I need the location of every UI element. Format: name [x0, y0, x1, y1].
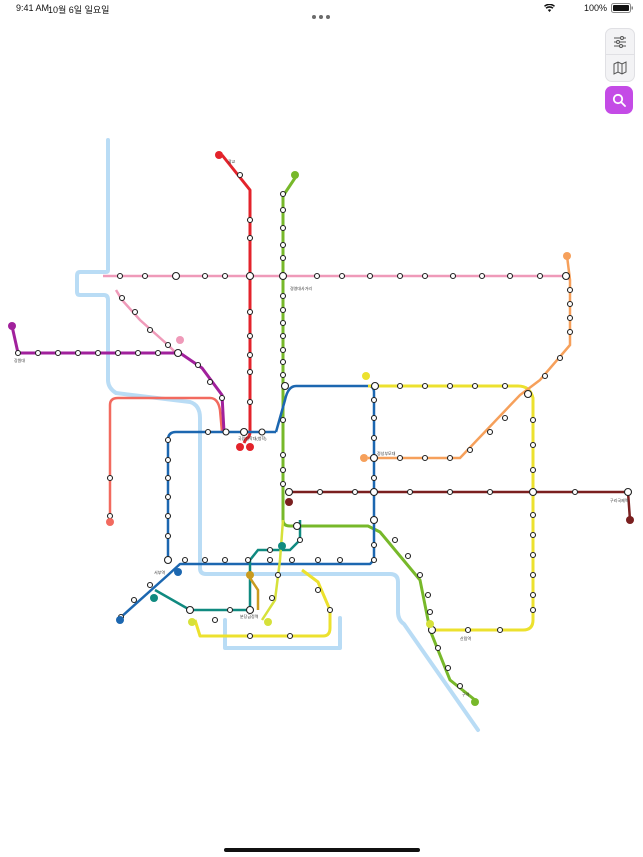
- settings-button[interactable]: [605, 28, 635, 56]
- station-label-transfer-center: 국립청학대(청학): [238, 435, 267, 441]
- battery-icon: [611, 3, 633, 13]
- line-gold[interactable]: [248, 577, 260, 610]
- station-label-pink-hub: 경영대사거리: [290, 285, 312, 291]
- station-label-red-top: 광교: [228, 158, 236, 164]
- river: [75, 138, 480, 732]
- line-badges: [8, 151, 634, 706]
- map-view-button[interactable]: [605, 54, 635, 82]
- station-label-crossing-south: 분당금정역: [240, 613, 259, 619]
- map-icon: [613, 61, 627, 75]
- search-button[interactable]: [605, 86, 633, 114]
- line-pink[interactable]: [103, 274, 571, 356]
- multitask-dots-icon[interactable]: [312, 6, 334, 19]
- line-lime[interactable]: [260, 519, 285, 621]
- line-brown[interactable]: [289, 490, 632, 521]
- sliders-icon: [614, 36, 626, 48]
- line-yellow[interactable]: [193, 384, 535, 638]
- line-orange[interactable]: [368, 255, 572, 460]
- station-label-brown-east: 구리국제역: [610, 497, 629, 503]
- status-time: 9:41 AM: [16, 3, 50, 13]
- station-label-green-south: 구역: [462, 691, 470, 697]
- search-icon: [612, 93, 626, 107]
- line-salmon[interactable]: [108, 396, 224, 522]
- line-red[interactable]: [220, 154, 252, 444]
- status-date: 10월 6일 일요일: [48, 5, 110, 15]
- line-green[interactable]: [281, 177, 476, 702]
- stations[interactable]: [14, 171, 633, 690]
- status-bar: 9:41 AM 10월 6일 일요일 100%: [0, 0, 643, 19]
- wifi-icon: [544, 4, 555, 12]
- station-label-yellow-south: 산림역: [460, 635, 471, 641]
- battery-percentage: 100%: [583, 3, 607, 13]
- home-indicator[interactable]: [224, 848, 420, 852]
- line-blue[interactable]: [119, 384, 376, 619]
- station-label-purple-west: 강원대: [14, 357, 25, 363]
- station-label-blue-main: 서부역: [154, 569, 165, 575]
- station-label-blue-center: 정성부모대: [377, 450, 396, 456]
- line-purple[interactable]: [10, 325, 226, 433]
